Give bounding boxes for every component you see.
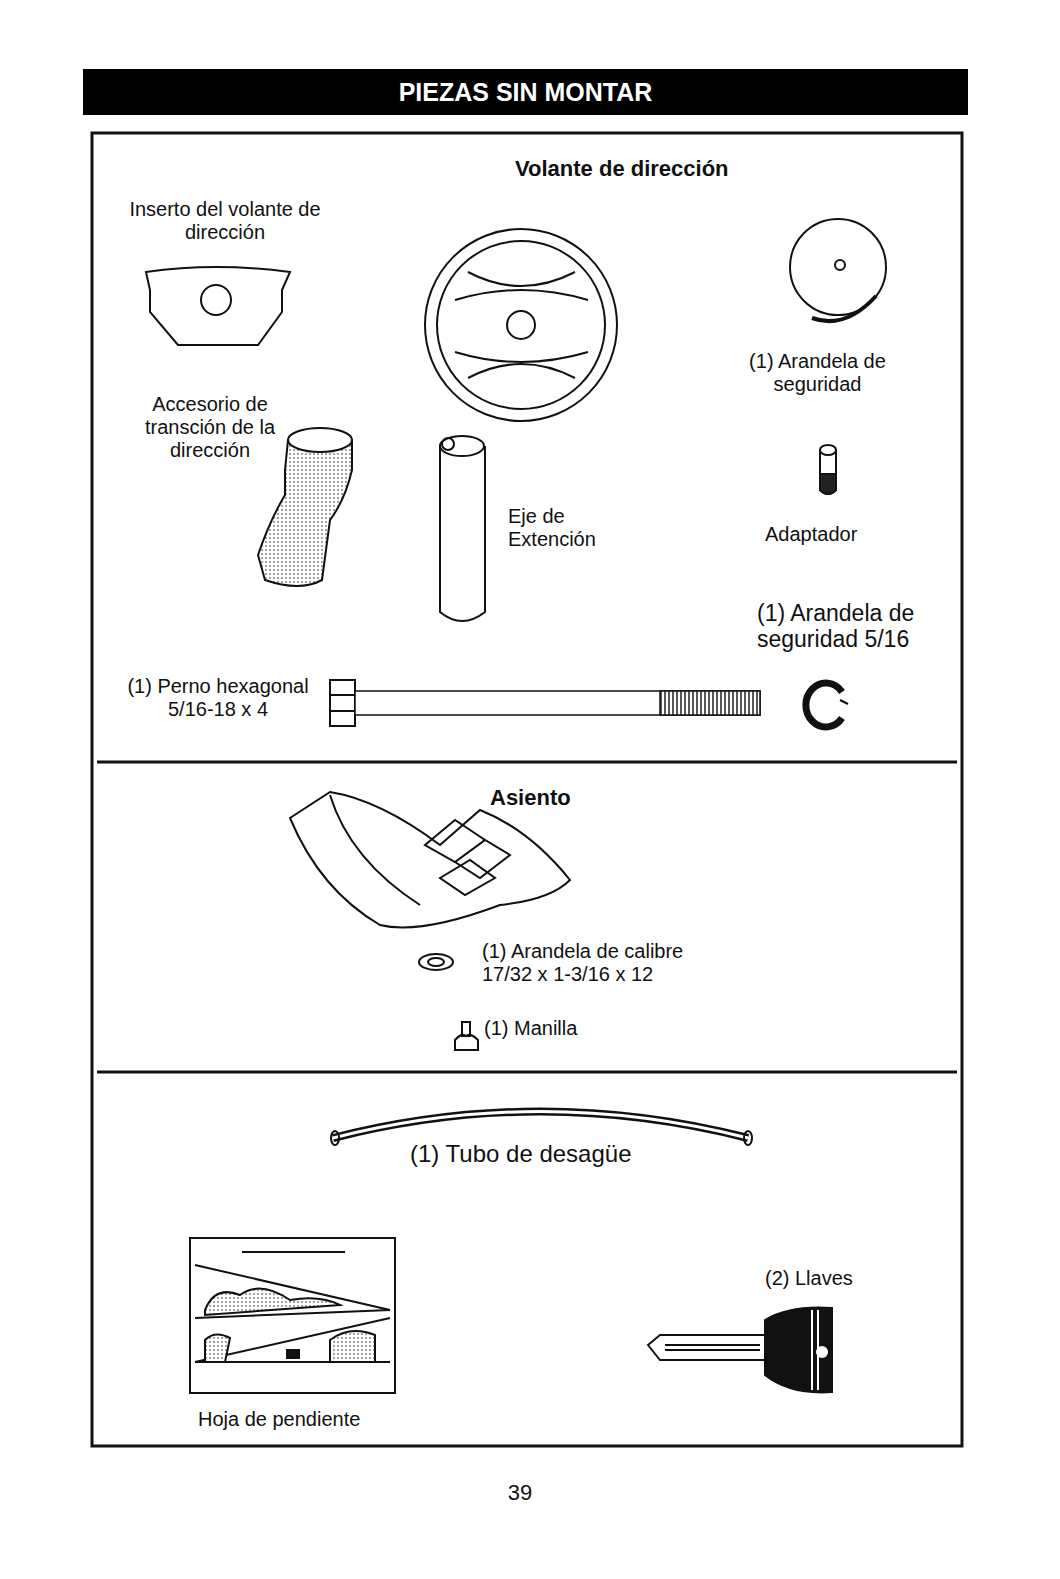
part-label: Hoja de pendiente: [198, 1408, 418, 1431]
panel-heading: Asiento: [490, 785, 571, 811]
part-label: (1) Manilla: [484, 1017, 624, 1040]
part-label: Inserto del volante de dirección: [120, 198, 330, 244]
part-label: Adaptador: [765, 523, 905, 546]
part-label: Eje de Extención: [508, 505, 623, 551]
part-label: (1) Arandela de calibre 17/32 x 1-3/16 x…: [482, 940, 717, 986]
part-label: 39: [490, 1480, 550, 1505]
part-label: (2) Llaves: [765, 1267, 885, 1290]
part-label: Accesorio de transción de la dirección: [130, 393, 290, 462]
part-label: (1) Perno hexagonal 5/16-18 x 4: [108, 675, 328, 721]
title-bar: PIEZAS SIN MONTAR: [83, 69, 968, 115]
part-label: (1) Tubo de desagüe: [410, 1140, 690, 1168]
panel-heading: Volante de dirección: [515, 156, 729, 182]
part-label: (1) Arandela de seguridad 5/16: [757, 600, 947, 653]
part-label: (1) Arandela de seguridad: [730, 350, 905, 396]
